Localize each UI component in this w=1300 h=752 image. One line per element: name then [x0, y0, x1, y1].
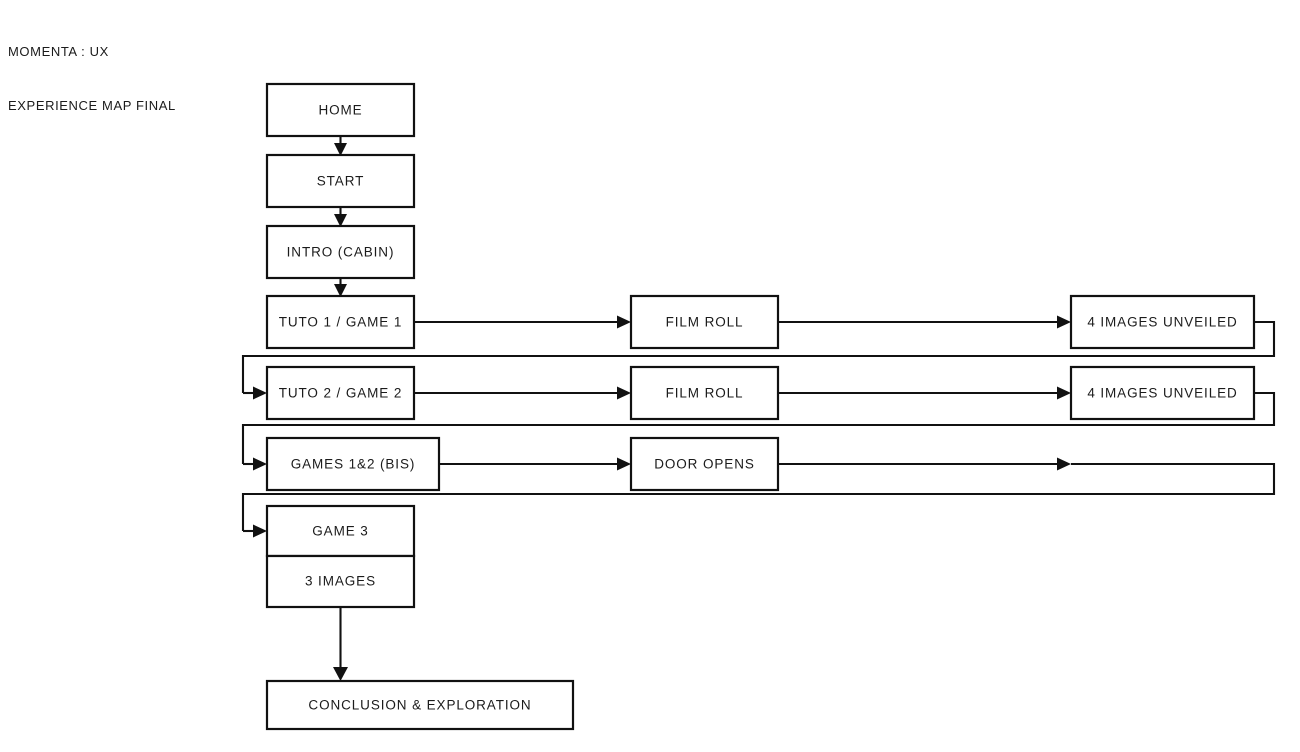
node-tuto1-game1-label: TUTO 1 / GAME 1: [279, 315, 403, 330]
node-games-1-2-bis-label: GAMES 1&2 (BIS): [291, 457, 416, 472]
title-line-2: EXPERIENCE MAP FINAL: [8, 98, 176, 113]
node-games-1-2-bis[interactable]: GAMES 1&2 (BIS): [265, 436, 441, 492]
node-4-images-unveiled-2-label: 4 IMAGES UNVEILED: [1087, 386, 1237, 401]
title-line-1: MOMENTA : UX: [8, 44, 109, 59]
node-4-images-unveiled-2[interactable]: 4 IMAGES UNVEILED: [1069, 365, 1256, 421]
node-4-images-unveiled-1-label: 4 IMAGES UNVEILED: [1087, 315, 1237, 330]
node-intro-cabin[interactable]: INTRO (CABIN): [265, 224, 416, 280]
edge-filmroll1-to-images1: [778, 315, 1071, 329]
node-3-images[interactable]: 3 IMAGES: [265, 554, 416, 609]
node-start[interactable]: START: [265, 153, 416, 209]
node-conclusion-exploration[interactable]: CONCLUSION & EXPLORATION: [265, 679, 575, 731]
node-film-roll-2-label: FILM ROLL: [666, 386, 744, 401]
node-film-roll-1-label: FILM ROLL: [666, 315, 744, 330]
edge-start-to-intro: [334, 207, 347, 227]
edge-dooropens-loop-to-game3: [241, 457, 1276, 538]
node-film-roll-1[interactable]: FILM ROLL: [629, 294, 780, 350]
node-4-images-unveiled-1[interactable]: 4 IMAGES UNVEILED: [1069, 294, 1256, 350]
edge-home-to-start: [334, 136, 347, 156]
edge-gamesbis-to-dooropens: [439, 457, 631, 471]
node-film-roll-2[interactable]: FILM ROLL: [629, 365, 780, 421]
node-tuto2-game2-label: TUTO 2 / GAME 2: [279, 386, 403, 401]
edge-tuto1-to-filmroll1: [414, 315, 631, 329]
node-game3-label: GAME 3: [312, 524, 368, 539]
node-conclusion-exploration-label: CONCLUSION & EXPLORATION: [308, 698, 531, 713]
node-3-images-label: 3 IMAGES: [305, 574, 376, 589]
node-game3[interactable]: GAME 3: [265, 504, 416, 558]
node-home[interactable]: HOME: [265, 82, 416, 138]
edge-images1-loop-to-tuto2: [241, 320, 1276, 400]
node-door-opens[interactable]: DOOR OPENS: [629, 436, 780, 492]
edge-layer: [241, 136, 1276, 681]
edge-tuto2-to-filmroll2: [414, 386, 631, 400]
node-tuto1-game1[interactable]: TUTO 1 / GAME 1: [265, 294, 416, 350]
edge-intro-to-tuto1: [334, 278, 347, 297]
node-intro-cabin-label: INTRO (CABIN): [287, 245, 395, 260]
edge-images3-to-conclusion: [333, 607, 348, 681]
node-start-label: START: [317, 174, 365, 189]
node-home-label: HOME: [318, 103, 362, 118]
node-door-opens-label: DOOR OPENS: [654, 457, 755, 472]
node-layer: HOME START INTRO (CABIN) TUTO 1 / GAME 1…: [265, 82, 1256, 731]
edge-images2-loop-to-gamesbis: [241, 391, 1276, 471]
edge-filmroll2-to-images2: [778, 386, 1071, 400]
node-tuto2-game2[interactable]: TUTO 2 / GAME 2: [265, 365, 416, 421]
page-title: MOMENTA : UX EXPERIENCE MAP FINAL: [8, 7, 176, 133]
